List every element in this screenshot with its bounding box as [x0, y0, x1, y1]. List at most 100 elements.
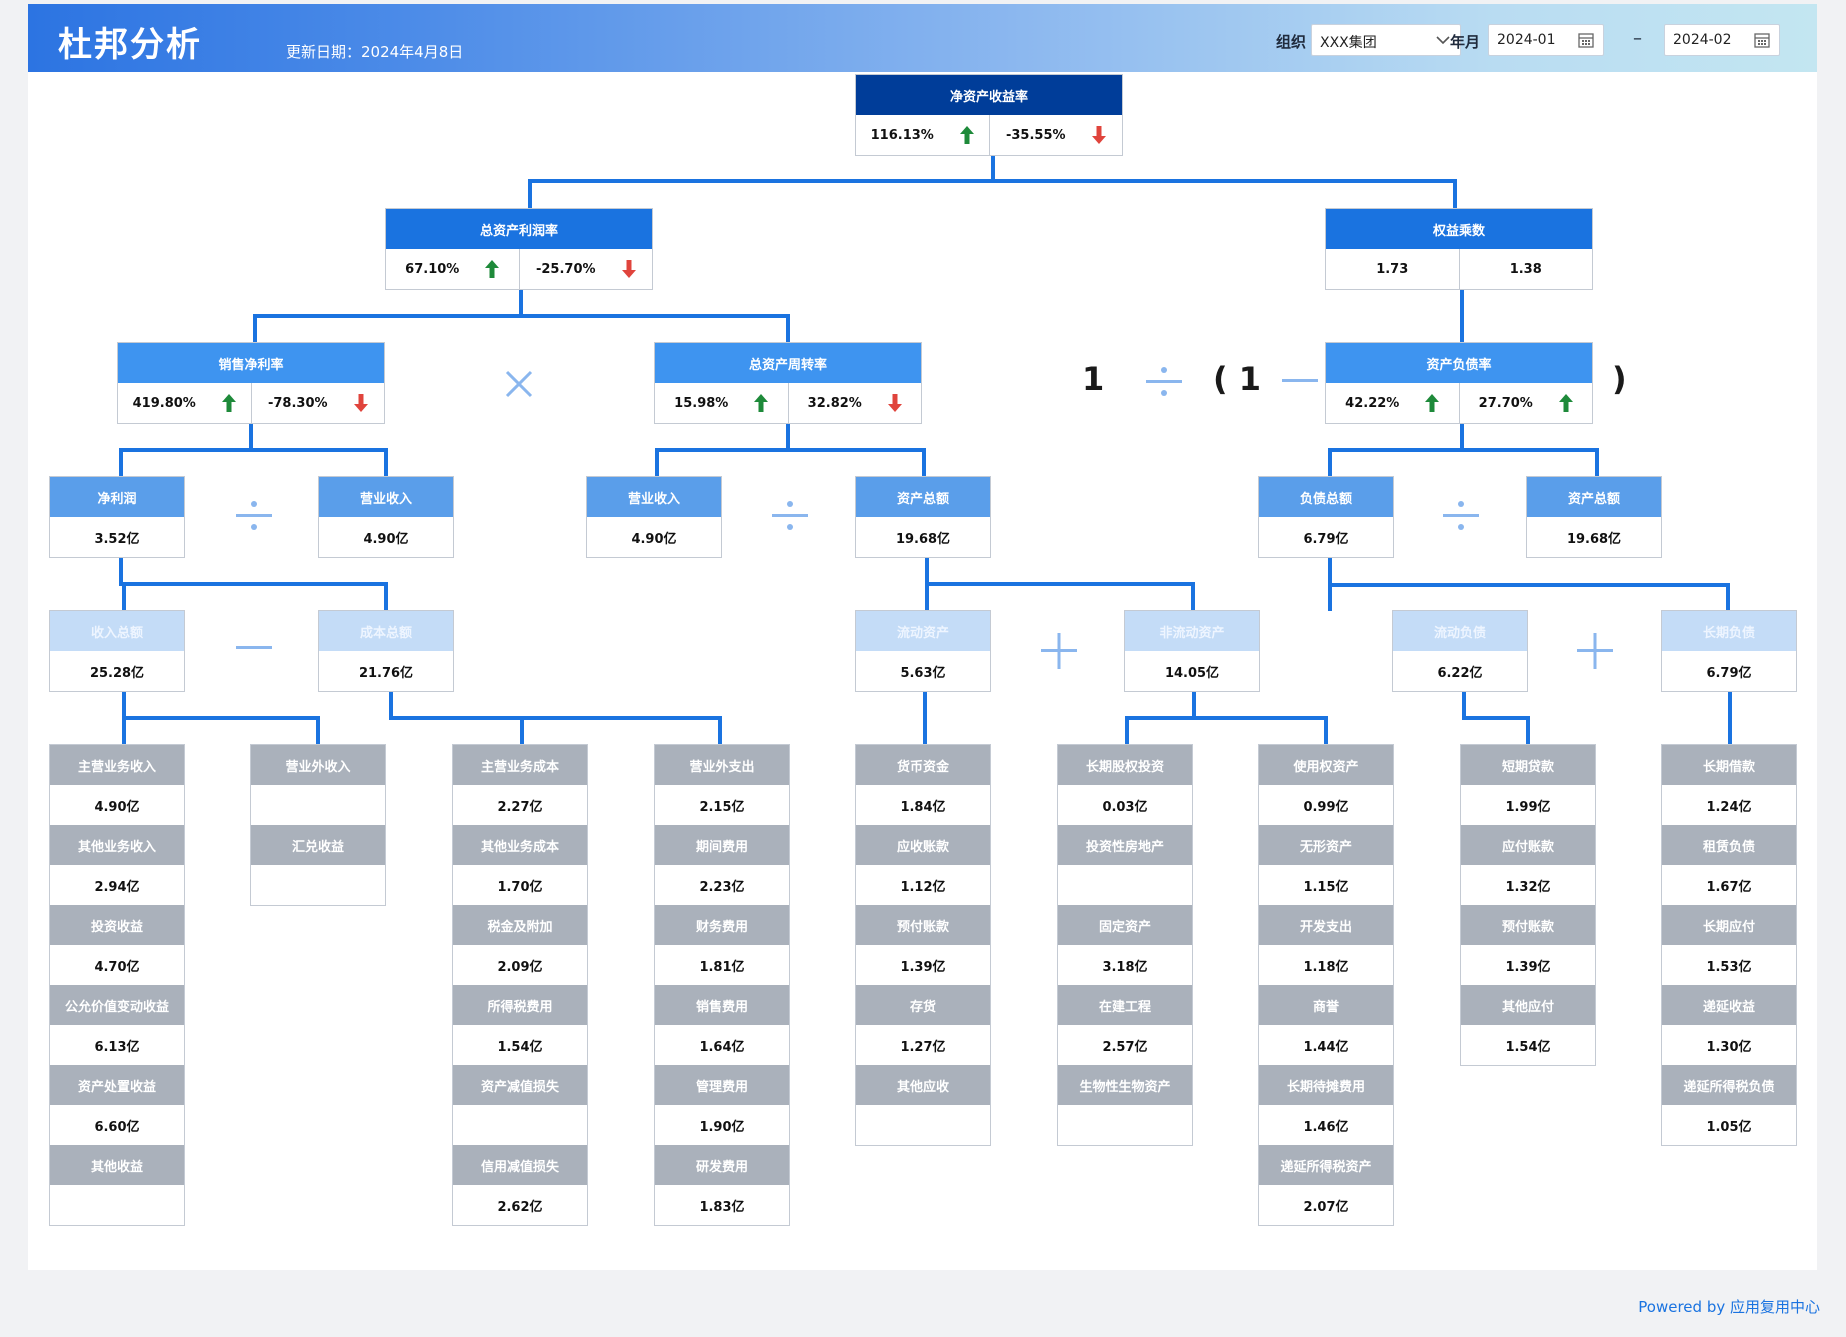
node-total-assets-value: 19.68亿	[895, 531, 951, 547]
list-item-label[interactable]: 租赁负债	[1662, 825, 1796, 865]
list-item-label[interactable]: 长期借款	[1662, 745, 1796, 785]
list-item-label[interactable]: 商誉	[1259, 985, 1393, 1025]
list-item-label[interactable]: 递延所得税资产	[1259, 1145, 1393, 1185]
list-item-label[interactable]: 递延收益	[1662, 985, 1796, 1025]
list-item-label[interactable]: 预付账款	[856, 905, 990, 945]
page-title: 杜邦分析	[58, 25, 202, 65]
node-roa[interactable]: 总资产利润率 67.10% -25.70%	[385, 208, 653, 290]
list-item-label[interactable]: 长期应付	[1662, 905, 1796, 945]
list-item-label[interactable]: 无形资产	[1259, 825, 1393, 865]
list-item-label[interactable]: 公允价值变动收益	[50, 985, 184, 1025]
list-item-label[interactable]: 信用减值损失	[453, 1145, 587, 1185]
list-item-label[interactable]: 投资性房地产	[1058, 825, 1192, 865]
list-item-label[interactable]: 其他业务成本	[453, 825, 587, 865]
list-item-label[interactable]: 其他业务收入	[50, 825, 184, 865]
list-item-label[interactable]: 管理费用	[655, 1065, 789, 1105]
list-item-label[interactable]: 研发费用	[655, 1145, 789, 1185]
node-total-assets-2[interactable]: 资产总额 19.68亿	[1526, 476, 1662, 558]
list-item-value: 0.99亿	[1259, 785, 1393, 825]
node-revenue[interactable]: 营业收入 4.90亿	[318, 476, 454, 558]
list-item-label[interactable]: 主营业务成本	[453, 745, 587, 785]
node-roe[interactable]: 净资产收益率 116.13% -35.55%	[855, 74, 1123, 156]
node-total-liabilities[interactable]: 负债总额 6.79亿	[1258, 476, 1394, 558]
arrow-down-icon	[1092, 126, 1106, 144]
list-item-value: 2.07亿	[1259, 1185, 1393, 1225]
end-date-picker[interactable]: 2024-02	[1664, 24, 1780, 56]
node-asset-turnover[interactable]: 总资产周转率 15.98% 32.82%	[654, 342, 922, 424]
list-item-label[interactable]: 固定资产	[1058, 905, 1192, 945]
node-longterm-liabilities[interactable]: 长期负债 6.79亿	[1661, 610, 1797, 692]
start-date-picker[interactable]: 2024-01	[1488, 24, 1604, 56]
node-total-cost[interactable]: 成本总额 21.76亿	[318, 610, 454, 692]
list-item-label[interactable]: 递延所得税负债	[1662, 1065, 1796, 1105]
node-revenue-2-value: 4.90亿	[631, 531, 677, 547]
list-item-label[interactable]: 财务费用	[655, 905, 789, 945]
list-item-label[interactable]: 资产处置收益	[50, 1065, 184, 1105]
list-item-label[interactable]: 使用权资产	[1259, 745, 1393, 785]
list-item-label[interactable]: 营业外支出	[655, 745, 789, 785]
debt-ratio-change: 27.70%	[1478, 395, 1533, 411]
list-item-label[interactable]: 短期贷款	[1461, 745, 1595, 785]
list-item-label[interactable]: 期间费用	[655, 825, 789, 865]
list-item-label[interactable]: 预付账款	[1461, 905, 1595, 945]
node-net-profit[interactable]: 净利润 3.52亿	[49, 476, 185, 558]
list-item-value: 1.30亿	[1662, 1025, 1796, 1065]
list-item-label[interactable]: 应付账款	[1461, 825, 1595, 865]
node-debt-ratio[interactable]: 资产负债率 42.22% 27.70%	[1325, 342, 1593, 424]
list-item-label[interactable]: 其他收益	[50, 1145, 184, 1185]
node-equity-multiplier[interactable]: 权益乘数 1.73 1.38	[1325, 208, 1593, 290]
list-item-label[interactable]: 长期待摊费用	[1259, 1065, 1393, 1105]
node-total-income[interactable]: 收入总额 25.28亿	[49, 610, 185, 692]
node-total-income-title: 收入总额	[50, 611, 184, 651]
list-item-label[interactable]: 所得税费用	[453, 985, 587, 1025]
list-item-value: 2.94亿	[50, 865, 184, 905]
list-item-label[interactable]: 开发支出	[1259, 905, 1393, 945]
node-noncurrent-assets[interactable]: 非流动资产 14.05亿	[1124, 610, 1260, 692]
list-item-value	[453, 1105, 587, 1145]
list-nonoperating-income: 营业外收入汇兑收益	[250, 744, 386, 906]
list-item-value: 2.27亿	[453, 785, 587, 825]
divide-icon	[1443, 501, 1479, 530]
node-current-liabilities[interactable]: 流动负债 6.22亿	[1392, 610, 1528, 692]
list-item-label[interactable]: 长期股权投资	[1058, 745, 1192, 785]
node-total-assets[interactable]: 资产总额 19.68亿	[855, 476, 991, 558]
list-item-label[interactable]: 投资收益	[50, 905, 184, 945]
formula-one: 1	[1082, 360, 1105, 398]
arrow-down-icon	[888, 394, 902, 412]
net-margin-current: 419.80%	[132, 395, 196, 411]
list-item-value: 1.53亿	[1662, 945, 1796, 985]
list-item-label[interactable]: 在建工程	[1058, 985, 1192, 1025]
list-item-label[interactable]: 生物性生物资产	[1058, 1065, 1192, 1105]
node-total-assets-2-title: 资产总额	[1527, 477, 1661, 517]
list-item-label[interactable]: 其他应付	[1461, 985, 1595, 1025]
list-item-label[interactable]: 汇兑收益	[251, 825, 385, 865]
node-net-margin[interactable]: 销售净利率 419.80% -78.30%	[117, 342, 385, 424]
end-date-value: 2024-02	[1673, 32, 1732, 48]
footer-powered-by[interactable]: Powered by 应用复用中心	[1638, 1298, 1820, 1316]
list-item-value: 6.13亿	[50, 1025, 184, 1065]
org-select[interactable]: XXX集团	[1311, 24, 1461, 56]
start-date-value: 2024-01	[1497, 32, 1556, 48]
list-item-label[interactable]: 税金及附加	[453, 905, 587, 945]
list-item-label[interactable]: 销售费用	[655, 985, 789, 1025]
list-item-value: 2.62亿	[453, 1185, 587, 1225]
node-revenue-2[interactable]: 营业收入 4.90亿	[586, 476, 722, 558]
list-item-label[interactable]: 其他应收	[856, 1065, 990, 1105]
list-item-label[interactable]: 货币资金	[856, 745, 990, 785]
list-item-label[interactable]: 营业外收入	[251, 745, 385, 785]
list-item-value	[1058, 1105, 1192, 1145]
list-item-label[interactable]: 主营业务收入	[50, 745, 184, 785]
node-current-assets[interactable]: 流动资产 5.63亿	[855, 610, 991, 692]
net-margin-change: -78.30%	[267, 395, 328, 411]
plus-icon	[1041, 633, 1077, 669]
node-revenue-title: 营业收入	[319, 477, 453, 517]
list-item-label[interactable]: 存货	[856, 985, 990, 1025]
divide-icon	[1146, 367, 1182, 396]
list-item-label[interactable]: 应收账款	[856, 825, 990, 865]
list-item-label[interactable]: 资产减值损失	[453, 1065, 587, 1105]
list-item-value: 0.03亿	[1058, 785, 1192, 825]
